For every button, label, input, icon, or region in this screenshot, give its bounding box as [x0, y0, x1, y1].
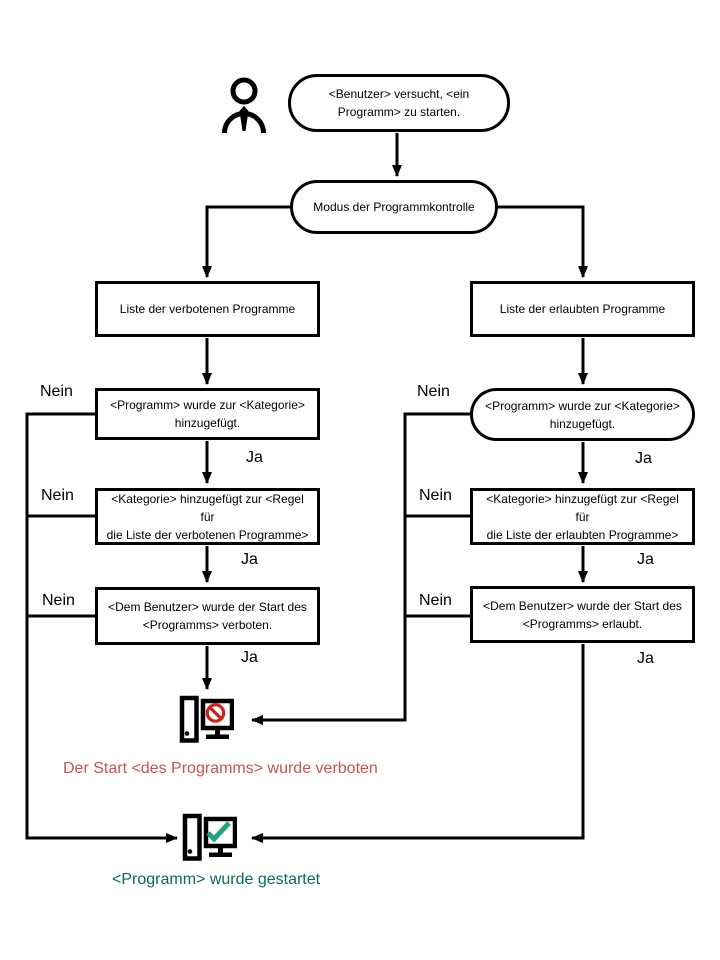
ja-label-allow-category: Ja — [635, 450, 652, 467]
node-allow-category-check-line2: hinzugefügt. — [549, 416, 616, 431]
user-icon — [222, 77, 266, 134]
node-deny-rule-check: <Kategorie> hinzugefügt zur <Regel für d… — [95, 488, 320, 545]
blocked-sign — [205, 703, 226, 723]
ja-label-deny-user: Ja — [241, 649, 258, 666]
denied-text: Der Start <des Programms> wurde verboten — [63, 760, 378, 777]
check-icon — [206, 821, 231, 843]
computer-blocked-icon — [179, 695, 234, 743]
node-allow-rule-check-line1: <Kategorie> hinzugefügt zur <Regel für — [486, 491, 679, 524]
nein-label-allow-category: Nein — [417, 383, 450, 400]
node-deny-category-check-line2: hinzugefügt. — [174, 416, 241, 430]
ja-label-allow-rule: Ja — [637, 551, 654, 568]
nein-label-deny-user: Nein — [42, 592, 75, 609]
node-allow-user-check: <Dem Benutzer> wurde der Start des <Prog… — [470, 586, 695, 643]
node-start-line2: Programm> zu starten. — [337, 105, 461, 119]
node-allow-user-check-line1: <Dem Benutzer> wurde der Start des — [483, 598, 682, 613]
node-allow-list: Liste der erlaubten Programme — [470, 281, 695, 337]
node-control-mode-label: Modus der Programmkontrolle — [313, 200, 475, 214]
node-deny-rule-check-line2: die Liste der verbotenen Programme> — [106, 527, 309, 542]
ja-label-deny-category: Ja — [246, 449, 263, 466]
node-deny-category-check: <Programm> wurde zur <Kategorie> hinzuge… — [95, 388, 320, 440]
node-deny-rule-check-line1: <Kategorie> hinzugefügt zur <Regel für — [111, 491, 304, 524]
node-deny-user-check-line1: <Dem Benutzer> wurde der Start des — [108, 600, 307, 614]
nein-label-allow-user: Nein — [419, 592, 452, 609]
node-start: <Benutzer> versucht, <ein Programm> zu s… — [288, 74, 510, 132]
ja-label-deny-rule: Ja — [241, 551, 258, 568]
node-allow-user-check-line2: <Programms> erlaubt. — [522, 616, 643, 631]
node-allow-list-label: Liste der erlaubten Programme — [499, 302, 666, 316]
started-text: <Programm> wurde gestartet — [112, 871, 321, 888]
node-allow-rule-check: <Kategorie> hinzugefügt zur <Regel für d… — [470, 488, 695, 545]
node-allow-rule-check-line2: die Liste der erlaubten Programme> — [486, 527, 679, 542]
node-deny-list-label: Liste der verbotenen Programme — [119, 302, 296, 316]
ja-label-allow-user: Ja — [637, 650, 654, 667]
node-deny-user-check: <Dem Benutzer> wurde der Start des <Prog… — [95, 587, 320, 645]
node-deny-user-check-line2: <Programms> verboten. — [142, 618, 273, 632]
nein-label-allow-rule: Nein — [419, 487, 452, 504]
node-control-mode: Modus der Programmkontrolle — [290, 180, 498, 234]
node-allow-category-check-line1: <Programm> wurde zur <Kategorie> — [485, 398, 680, 413]
node-allow-category-check: <Programm> wurde zur <Kategorie> hinzuge… — [470, 388, 695, 441]
node-deny-list: Liste der verbotenen Programme — [95, 281, 320, 337]
nein-label-deny-category: Nein — [40, 383, 73, 400]
node-start-line1: <Benutzer> versucht, <ein — [328, 87, 470, 101]
node-deny-category-check-line1: <Programm> wurde zur <Kategorie> — [110, 398, 305, 412]
computer-started-icon — [182, 813, 237, 861]
nein-label-deny-rule: Nein — [41, 487, 74, 504]
